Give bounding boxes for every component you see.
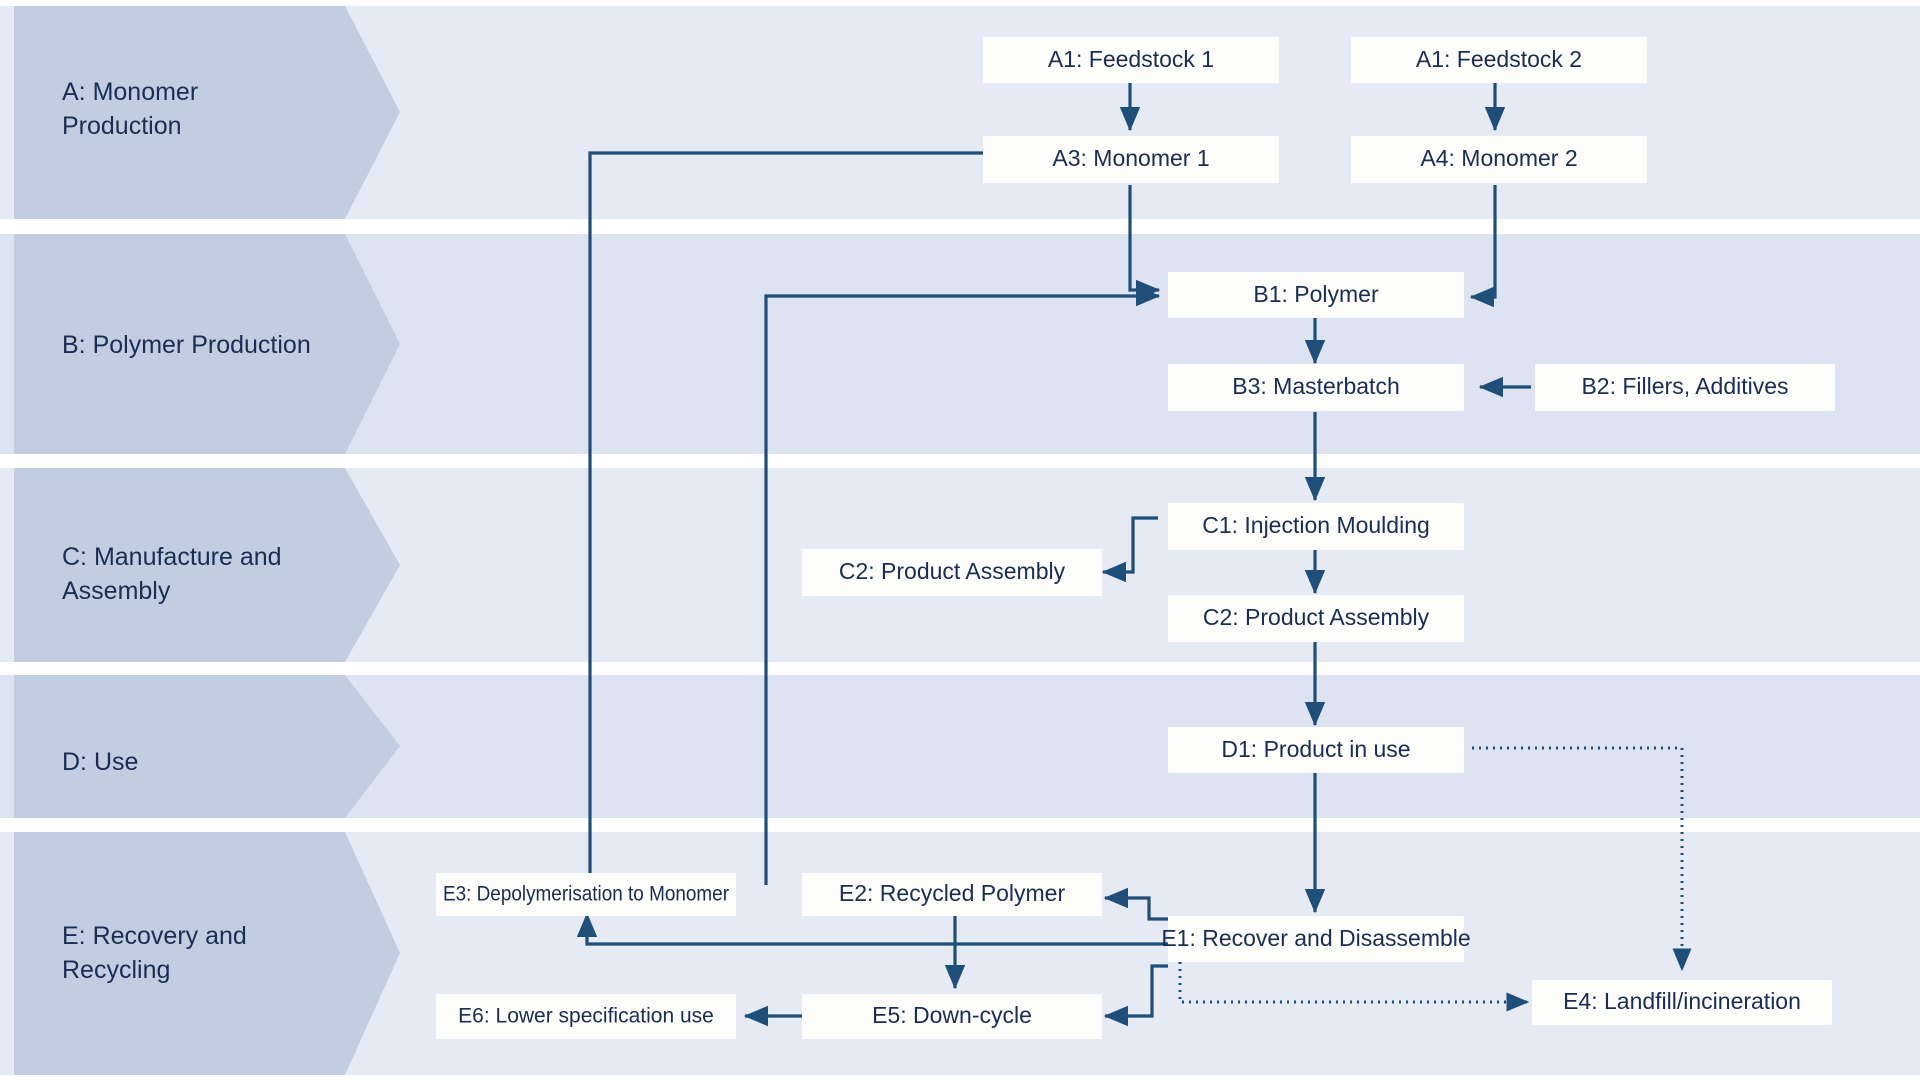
node-label-product-assembly-left: C2: Product Assembly — [839, 558, 1066, 584]
node-label-feedstock-1: A1: Feedstock 1 — [1048, 46, 1214, 72]
node-monomer-2[interactable]: A4: Monomer 2 — [1351, 136, 1647, 183]
lane-label-D-line1: D: Use — [62, 748, 138, 776]
lane-label-C-line2: Assembly — [62, 577, 171, 605]
node-label-injection-moulding: C1: Injection Moulding — [1202, 512, 1430, 538]
node-product-assembly-left[interactable]: C2: Product Assembly — [802, 549, 1102, 596]
node-product-assembly-right[interactable]: C2: Product Assembly — [1168, 595, 1464, 642]
node-label-recycled-polymer: E2: Recycled Polymer — [839, 880, 1066, 906]
node-label-product-assembly-right: C2: Product Assembly — [1203, 604, 1430, 630]
node-injection-moulding[interactable]: C1: Injection Moulding — [1168, 503, 1464, 550]
edge-monomer2-to-polymer — [1469, 185, 1497, 308]
lane-chevron-E — [14, 832, 400, 1075]
node-label-landfill-incineration: E4: Landfill/incineration — [1563, 988, 1801, 1014]
lane-chevron-B — [14, 234, 400, 454]
node-label-lower-specification-use: E6: Lower specification use — [458, 1005, 714, 1028]
node-polymer[interactable]: B1: Polymer — [1168, 272, 1464, 318]
node-masterbatch[interactable]: B3: Masterbatch — [1168, 364, 1464, 411]
lane-chevron-A — [14, 6, 400, 219]
lane-chevrons — [14, 6, 400, 1075]
node-label-product-in-use: D1: Product in use — [1221, 736, 1410, 762]
lane-labels: A: Monomer Production B: Polymer Product… — [62, 78, 311, 984]
lane-chevron-C — [14, 468, 400, 662]
node-product-in-use[interactable]: D1: Product in use — [1168, 727, 1464, 773]
node-label-feedstock-2: A1: Feedstock 2 — [1416, 46, 1582, 72]
edge-recover-to-down-cycle — [1103, 964, 1168, 1027]
lane-label-A-line2: Production — [62, 112, 182, 140]
node-label-polymer: B1: Polymer — [1253, 281, 1379, 307]
node-down-cycle[interactable]: E5: Down-cycle — [802, 994, 1102, 1039]
node-label-fillers-additives: B2: Fillers, Additives — [1581, 373, 1788, 399]
node-label-monomer-1: A3: Monomer 1 — [1052, 145, 1209, 171]
node-label-recover-and-disassemble: E1: Recover and Disassemble — [1161, 925, 1470, 951]
nodes: A1: Feedstock 1 A1: Feedstock 2 A3: Mono… — [436, 37, 1835, 1039]
node-fillers-additives[interactable]: B2: Fillers, Additives — [1535, 364, 1835, 411]
node-feedstock-2[interactable]: A1: Feedstock 2 — [1351, 37, 1647, 83]
lane-label-E-line1: E: Recovery and — [62, 922, 247, 950]
node-label-monomer-2: A4: Monomer 2 — [1420, 145, 1577, 171]
node-recycled-polymer[interactable]: E2: Recycled Polymer — [802, 873, 1102, 916]
node-lower-specification-use[interactable]: E6: Lower specification use — [436, 994, 736, 1039]
edge-recover-to-depolymerisation — [576, 912, 1168, 946]
lane-label-E-line2: Recycling — [62, 956, 170, 984]
node-depolymerisation-to-monomer[interactable]: E3: Depolymerisation to Monomer — [436, 873, 736, 916]
edge-injection-moulding-to-product-assembly-left — [1101, 516, 1158, 583]
edge-product-in-use-to-landfill — [1472, 746, 1692, 972]
connectors — [576, 83, 1692, 1027]
lane-label-C-line1: C: Manufacture and — [62, 543, 282, 571]
edge-depolymerisation-to-monomer1 — [588, 142, 1161, 885]
lane-label-B-line1: B: Polymer Production — [62, 331, 311, 359]
node-landfill-incineration[interactable]: E4: Landfill/incineration — [1532, 980, 1832, 1025]
edge-recover-to-recycled-polymer — [1103, 887, 1168, 921]
node-monomer-1[interactable]: A3: Monomer 1 — [983, 136, 1279, 183]
edge-recycled-polymer-to-polymer — [764, 285, 1161, 885]
node-feedstock-1[interactable]: A1: Feedstock 1 — [983, 37, 1279, 83]
node-label-masterbatch: B3: Masterbatch — [1232, 373, 1399, 399]
node-recover-and-disassemble[interactable]: E1: Recover and Disassemble — [1161, 916, 1471, 962]
node-label-down-cycle: E5: Down-cycle — [872, 1002, 1032, 1028]
lane-label-A-line1: A: Monomer — [62, 78, 198, 106]
node-label-depolymerisation: E3: Depolymerisation to Monomer — [443, 883, 729, 906]
lane-chevron-D — [14, 675, 400, 818]
